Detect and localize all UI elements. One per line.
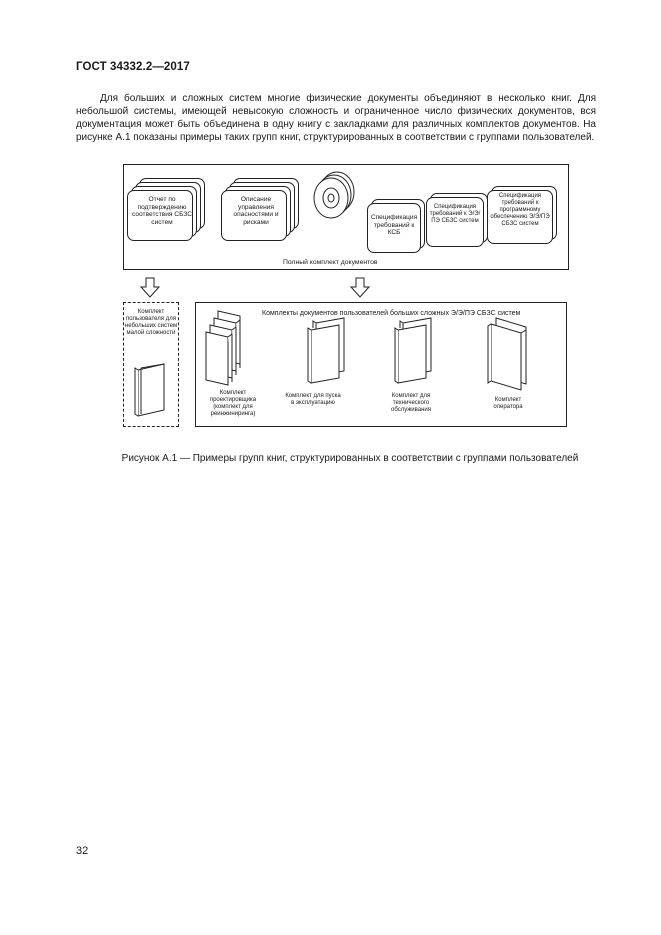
page-number: 32 [76, 845, 88, 857]
designer-books-icon [206, 311, 240, 385]
arrow-down-icon [141, 278, 369, 297]
figure-caption: Рисунок А.1 — Примеры групп книг, структ… [120, 453, 580, 464]
commissioning-books-icon [308, 318, 344, 383]
maintenance-books-icon [395, 318, 431, 383]
disc-icon [314, 172, 354, 218]
small-system-book-icon [135, 364, 164, 416]
operator-books-icon [488, 318, 526, 390]
